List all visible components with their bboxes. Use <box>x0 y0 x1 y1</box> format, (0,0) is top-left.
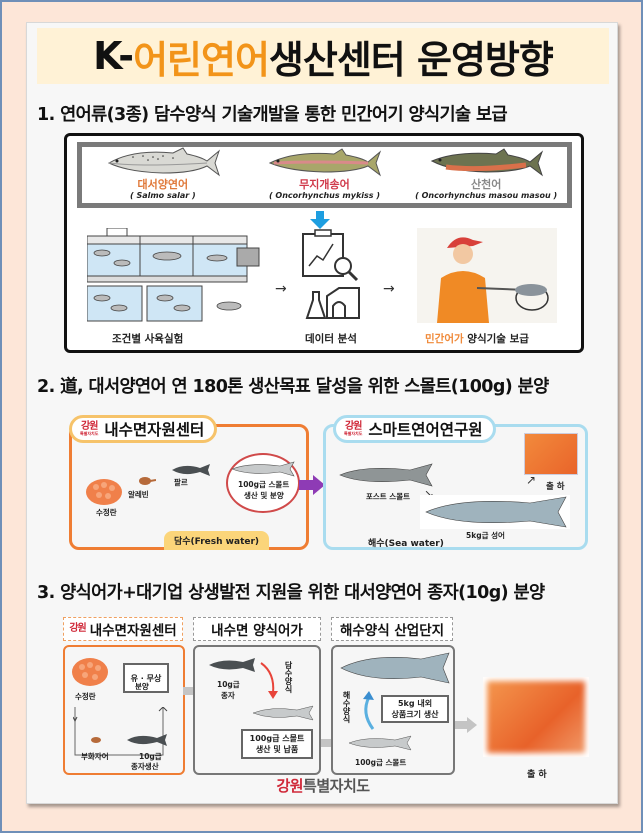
gangwon-logo-icon: 강원 특별자치도 <box>80 421 99 436</box>
sea-water-tag: 해수(Sea water) <box>368 539 444 549</box>
gangwon-logo-icon: 강원 특별자치도 <box>344 421 363 436</box>
step-label: 민간어가 양식기술 보급 <box>425 333 529 345</box>
data-analysis-icon <box>302 229 360 319</box>
fish-farmer-icon <box>417 228 557 323</box>
smolt-highlight-circle <box>226 453 300 513</box>
loop-arrow-icon <box>73 707 168 756</box>
smolt-production-box: 100g급 스몰트 생산 및 납품 <box>241 729 313 759</box>
diagonal-arrow-icon: ↘ <box>424 487 435 501</box>
masu-salmon-icon <box>430 148 544 177</box>
stage-label: 수정란 <box>96 508 117 517</box>
title-suffix: 생산센터 운영방향 <box>268 37 554 82</box>
salmon-fillet-image <box>483 677 589 757</box>
species-atlantic-salmon: 대서양연어 ( Salmo salar ) <box>88 145 238 203</box>
document-page: K- 어린연어 생산센터 운영방향 1. 연어류(3종) 담수양식 기술개발을 … <box>26 22 618 804</box>
down-arrow-icon <box>310 211 330 229</box>
stage-label: 알레빈 <box>128 490 149 499</box>
parr-fish-icon <box>172 464 210 476</box>
juvenile-fish-icon <box>127 734 167 746</box>
smolt-fish-icon <box>231 461 295 477</box>
col3-header: 해수양식 산업단지 <box>331 617 453 641</box>
section-1-diagram: 대서양연어 ( Salmo salar ) 무지개송어 ( Oncorhynch… <box>64 133 584 353</box>
col1-header: 강원 내수면자원센터 <box>63 617 183 641</box>
smolt-fish-icon <box>252 705 314 721</box>
item-label: 10g급 <box>217 680 240 689</box>
item-label: 부화자어 <box>81 752 109 761</box>
stage-label: 5kg급 성어 <box>466 531 505 540</box>
atlantic-salmon-icon <box>107 147 220 177</box>
rainbow-trout-icon <box>269 148 382 177</box>
curved-red-arrow-icon <box>260 662 278 699</box>
smart-salmon-title: 강원 특별자치도 스마트연어연구원 <box>333 415 496 443</box>
curve-label: 담수양식 <box>284 661 293 693</box>
col2-header: 내수면 양식어가 <box>193 617 321 641</box>
species-name: 무지개송어 <box>299 178 350 191</box>
col2-panel: 10g급 종자 담수양식 100g급 스몰트 생산 및 납품 <box>193 645 321 775</box>
adult-salmon-icon <box>420 495 570 529</box>
section-1-heading: 1. 연어류(3종) 담수양식 기술개발을 통한 민간어기 양식기술 보급 <box>37 105 508 125</box>
flow-arrow-icon: → <box>383 281 395 297</box>
step-label: 데이터 분석 <box>305 333 357 345</box>
fish-eggs-icon <box>86 479 122 505</box>
section-3-heading: 3. 양식어가+대기업 상생발전 지원을 위한 대서양연어 종자(10g) 분양 <box>37 583 545 603</box>
right-arrow-icon <box>455 717 477 733</box>
item-label: 종자생산 <box>131 762 159 771</box>
smart-salmon-panel: 포스트 스몰트 ↘ 5kg급 성어 ↗ 출 하 해수(Sea water) <box>323 424 588 550</box>
stage-label: 팔르 <box>174 478 188 487</box>
fish-eggs-icon <box>72 658 108 686</box>
curved-blue-arrow-icon <box>363 691 375 730</box>
species-name: 대서양연어 <box>137 178 189 191</box>
larva-icon <box>91 737 101 743</box>
inland-center-title: 강원 특별자치도 내수면자원센터 <box>69 415 218 443</box>
species-name: 산천어 <box>470 178 502 191</box>
circle-label: 100g급 스몰트 <box>238 480 290 489</box>
flow-arrow-icon: → <box>275 281 287 297</box>
market-size-box: 5kg 내외 상품크기 생산 <box>381 695 449 723</box>
item-label: 10g급 <box>139 752 162 761</box>
curve-label: 해수양식 <box>342 691 351 723</box>
aquarium-tanks-icon <box>87 228 260 322</box>
stage-label: 포스트 스몰트 <box>366 492 411 501</box>
post-smolt-fish-icon <box>339 463 433 487</box>
title-accent: 어린연어 <box>133 37 270 82</box>
species-strip: 대서양연어 ( Salmo salar ) 무지개송어 ( Oncorhynch… <box>77 142 572 208</box>
distribution-box: 유 · 무상 <box>123 663 169 693</box>
section-2-heading: 2. 道, 대서양연어 연 180톤 생산목표 달성을 위한 스몰트(100g)… <box>37 377 549 397</box>
diagonal-arrow-icon: ↗ <box>526 473 537 487</box>
species-masu-salmon: 산천어 ( Oncorhynchus masou masou ) <box>411 145 561 203</box>
species-rainbow-trout: 무지개송어 ( Oncorhynchus mykiss ) <box>249 145 399 203</box>
salmon-fillet-image <box>524 433 578 475</box>
step-label: 조건별 사육실험 <box>112 333 184 345</box>
title-prefix: K- <box>93 34 134 78</box>
gangwon-footer-logo: 강원특별자치도 <box>276 777 370 795</box>
smolt-fish-icon <box>348 735 412 751</box>
juvenile-fish-icon <box>209 658 255 672</box>
fresh-water-tag: 담수(Fresh water) <box>164 531 270 550</box>
page-title: K- 어린연어 생산센터 운영방향 <box>37 28 609 84</box>
col1-panel: 수정란 유 · 무상 분양 부화자어 10g급 종자생산 <box>63 645 185 775</box>
alevin-icon <box>139 477 156 485</box>
item-label: 종자 <box>221 691 235 700</box>
right-arrow-icon <box>299 475 325 495</box>
box-label-line2: 분양 <box>135 682 149 691</box>
stage-label: 출 하 <box>546 482 565 492</box>
species-scientific: ( Oncorhynchus mykiss ) <box>268 191 380 200</box>
col3-panel: 해수양식 5kg 내외 상품크기 생산 100g급 스몰트 <box>331 645 455 775</box>
item-label: 100g급 스몰트 <box>355 758 407 767</box>
shipment-label: 출 하 <box>527 770 547 780</box>
circle-label: 생산 및 분양 <box>244 491 284 500</box>
adult-salmon-icon <box>340 652 450 684</box>
gangwon-logo-icon: 강원 <box>69 623 86 634</box>
item-label: 수정란 <box>75 692 96 701</box>
inland-center-panel: 수정란 알레빈 팔르 100g급 스몰트 생산 및 분양 담수(Fresh wa… <box>69 424 309 550</box>
species-scientific: ( Oncorhynchus masou masou ) <box>415 191 558 200</box>
species-scientific: ( Salmo salar ) <box>130 191 196 200</box>
